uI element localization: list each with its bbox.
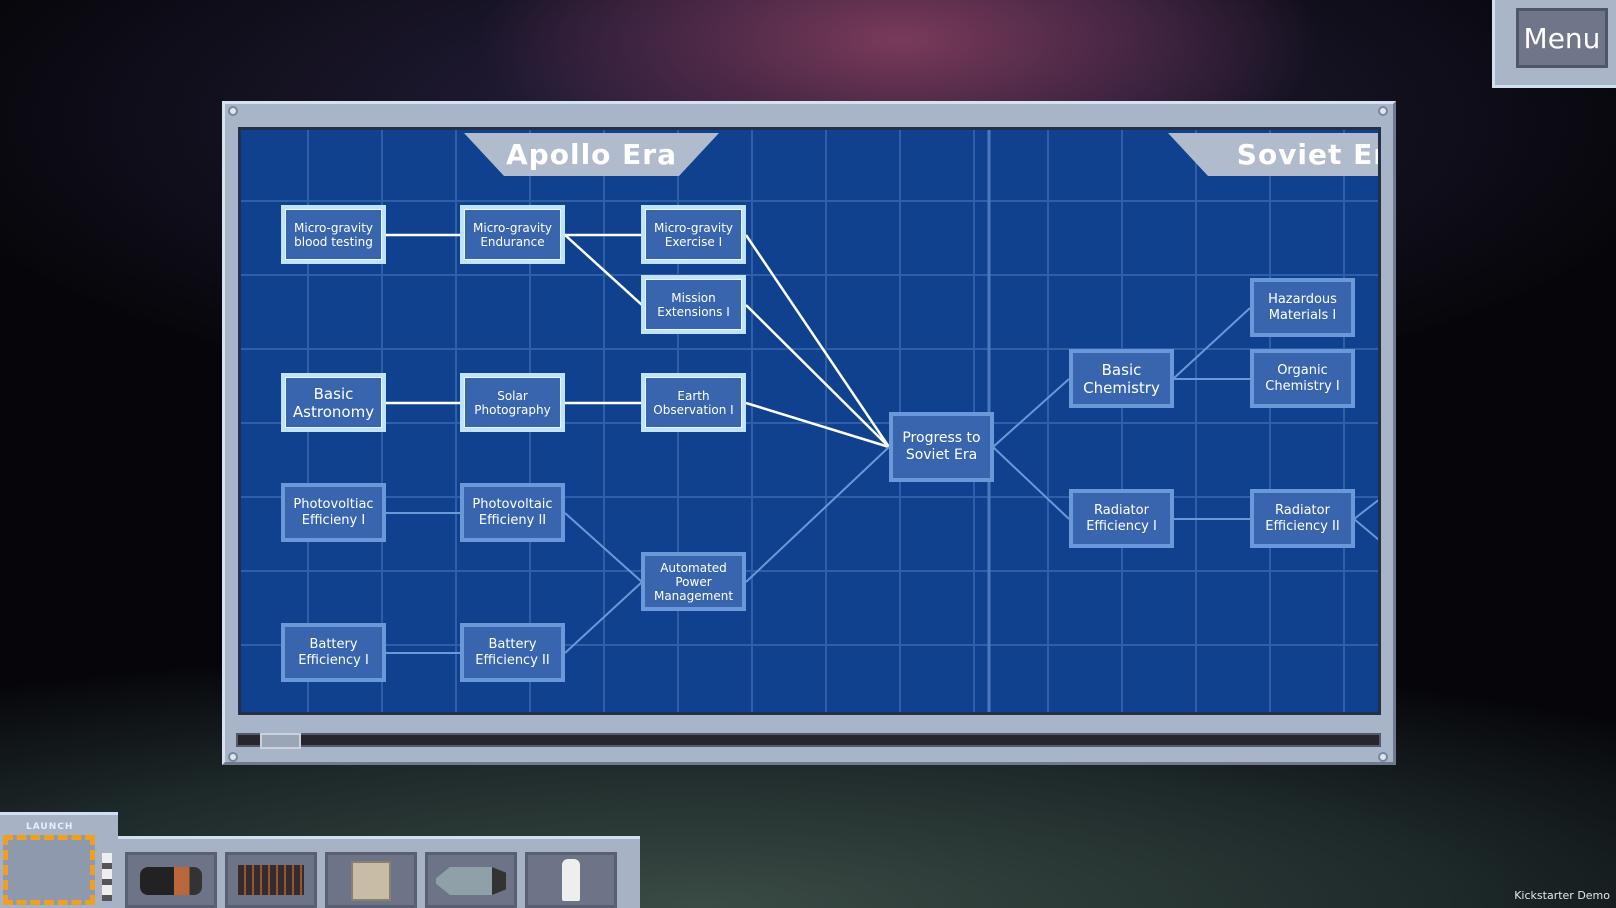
rivet-icon — [228, 106, 238, 116]
horizontal-scrollbar[interactable] — [236, 733, 1381, 749]
part-slot-astronaut[interactable] — [525, 852, 617, 908]
tech-node-radiator-efficiency-2[interactable]: Radiator Efficiency II — [1250, 489, 1355, 548]
rivet-icon — [228, 752, 238, 762]
tech-node-solar-photography[interactable]: Solar Photography — [460, 373, 565, 432]
era-tab-apollo[interactable]: Apollo Era — [464, 133, 719, 176]
tech-node-radiator-efficiency-1[interactable]: Radiator Efficiency I — [1069, 489, 1174, 548]
era-tab-soviet[interactable]: Soviet Era — [1168, 133, 1378, 176]
rivet-icon — [1378, 106, 1388, 116]
menu-button[interactable]: Menu — [1516, 8, 1608, 68]
launch-label: LAUNCH — [26, 822, 74, 832]
build-label: Kickstarter Demo — [1514, 889, 1610, 902]
launch-indicator-icon — [102, 853, 112, 901]
rivet-icon — [1378, 752, 1388, 762]
tech-node-automated-power-management[interactable]: Automated Power Management — [641, 552, 746, 611]
astronaut-icon — [562, 859, 580, 901]
tech-node-basic-chemistry[interactable]: Basic Chemistry — [1069, 349, 1174, 408]
tech-node-battery-efficiency-1[interactable]: Battery Efficiency I — [281, 623, 386, 682]
tech-node-earth-observation[interactable]: Earth Observation I — [641, 373, 746, 432]
tech-node-photovoltaic-efficiency-2[interactable]: Photovoltaic Efficieny II — [460, 483, 565, 542]
solar-panel-icon — [238, 865, 304, 895]
connection-lines — [386, 130, 1378, 712]
tech-node-microgravity-exercise[interactable]: Micro-gravity Exercise I — [641, 205, 746, 264]
tech-node-progress-to-soviet-era[interactable]: Progress to Soviet Era — [889, 412, 994, 482]
tech-node-microgravity-endurance[interactable]: Micro-gravity Endurance — [460, 205, 565, 264]
tech-node-basic-astronomy[interactable]: Basic Astronomy — [281, 373, 386, 432]
tech-node-hazardous-materials[interactable]: Hazardous Materials I — [1250, 278, 1355, 337]
tech-node-microgravity-blood-testing[interactable]: Micro-gravity blood testing — [281, 205, 386, 264]
era-label: Apollo Era — [506, 138, 677, 171]
part-slot-solar-panel[interactable] — [225, 852, 317, 908]
computer-module-icon — [351, 861, 391, 901]
tech-node-photovoltaic-efficiency-1[interactable]: Photovoltiac Efficieny I — [281, 483, 386, 542]
tech-node-organic-chemistry[interactable]: Organic Chemistry I — [1250, 349, 1355, 408]
launch-panel: LAUNCH — [0, 812, 118, 908]
part-slot-computer[interactable] — [325, 852, 417, 908]
era-label: Soviet Era — [1236, 138, 1378, 171]
scrollbar-thumb[interactable] — [260, 733, 301, 749]
fuel-tank-icon — [140, 867, 202, 895]
part-slot-fuel-tank[interactable] — [125, 852, 217, 908]
tech-node-mission-extensions[interactable]: Mission Extensions I — [641, 275, 746, 334]
blueprint-tree-area[interactable]: Apollo Era Soviet Era Micro-gravity bloo… — [238, 127, 1381, 715]
launch-button[interactable] — [3, 835, 95, 905]
tech-node-battery-efficiency-2[interactable]: Battery Efficiency II — [460, 623, 565, 682]
part-slot-capsule[interactable] — [425, 852, 517, 908]
capsule-icon — [436, 867, 506, 895]
